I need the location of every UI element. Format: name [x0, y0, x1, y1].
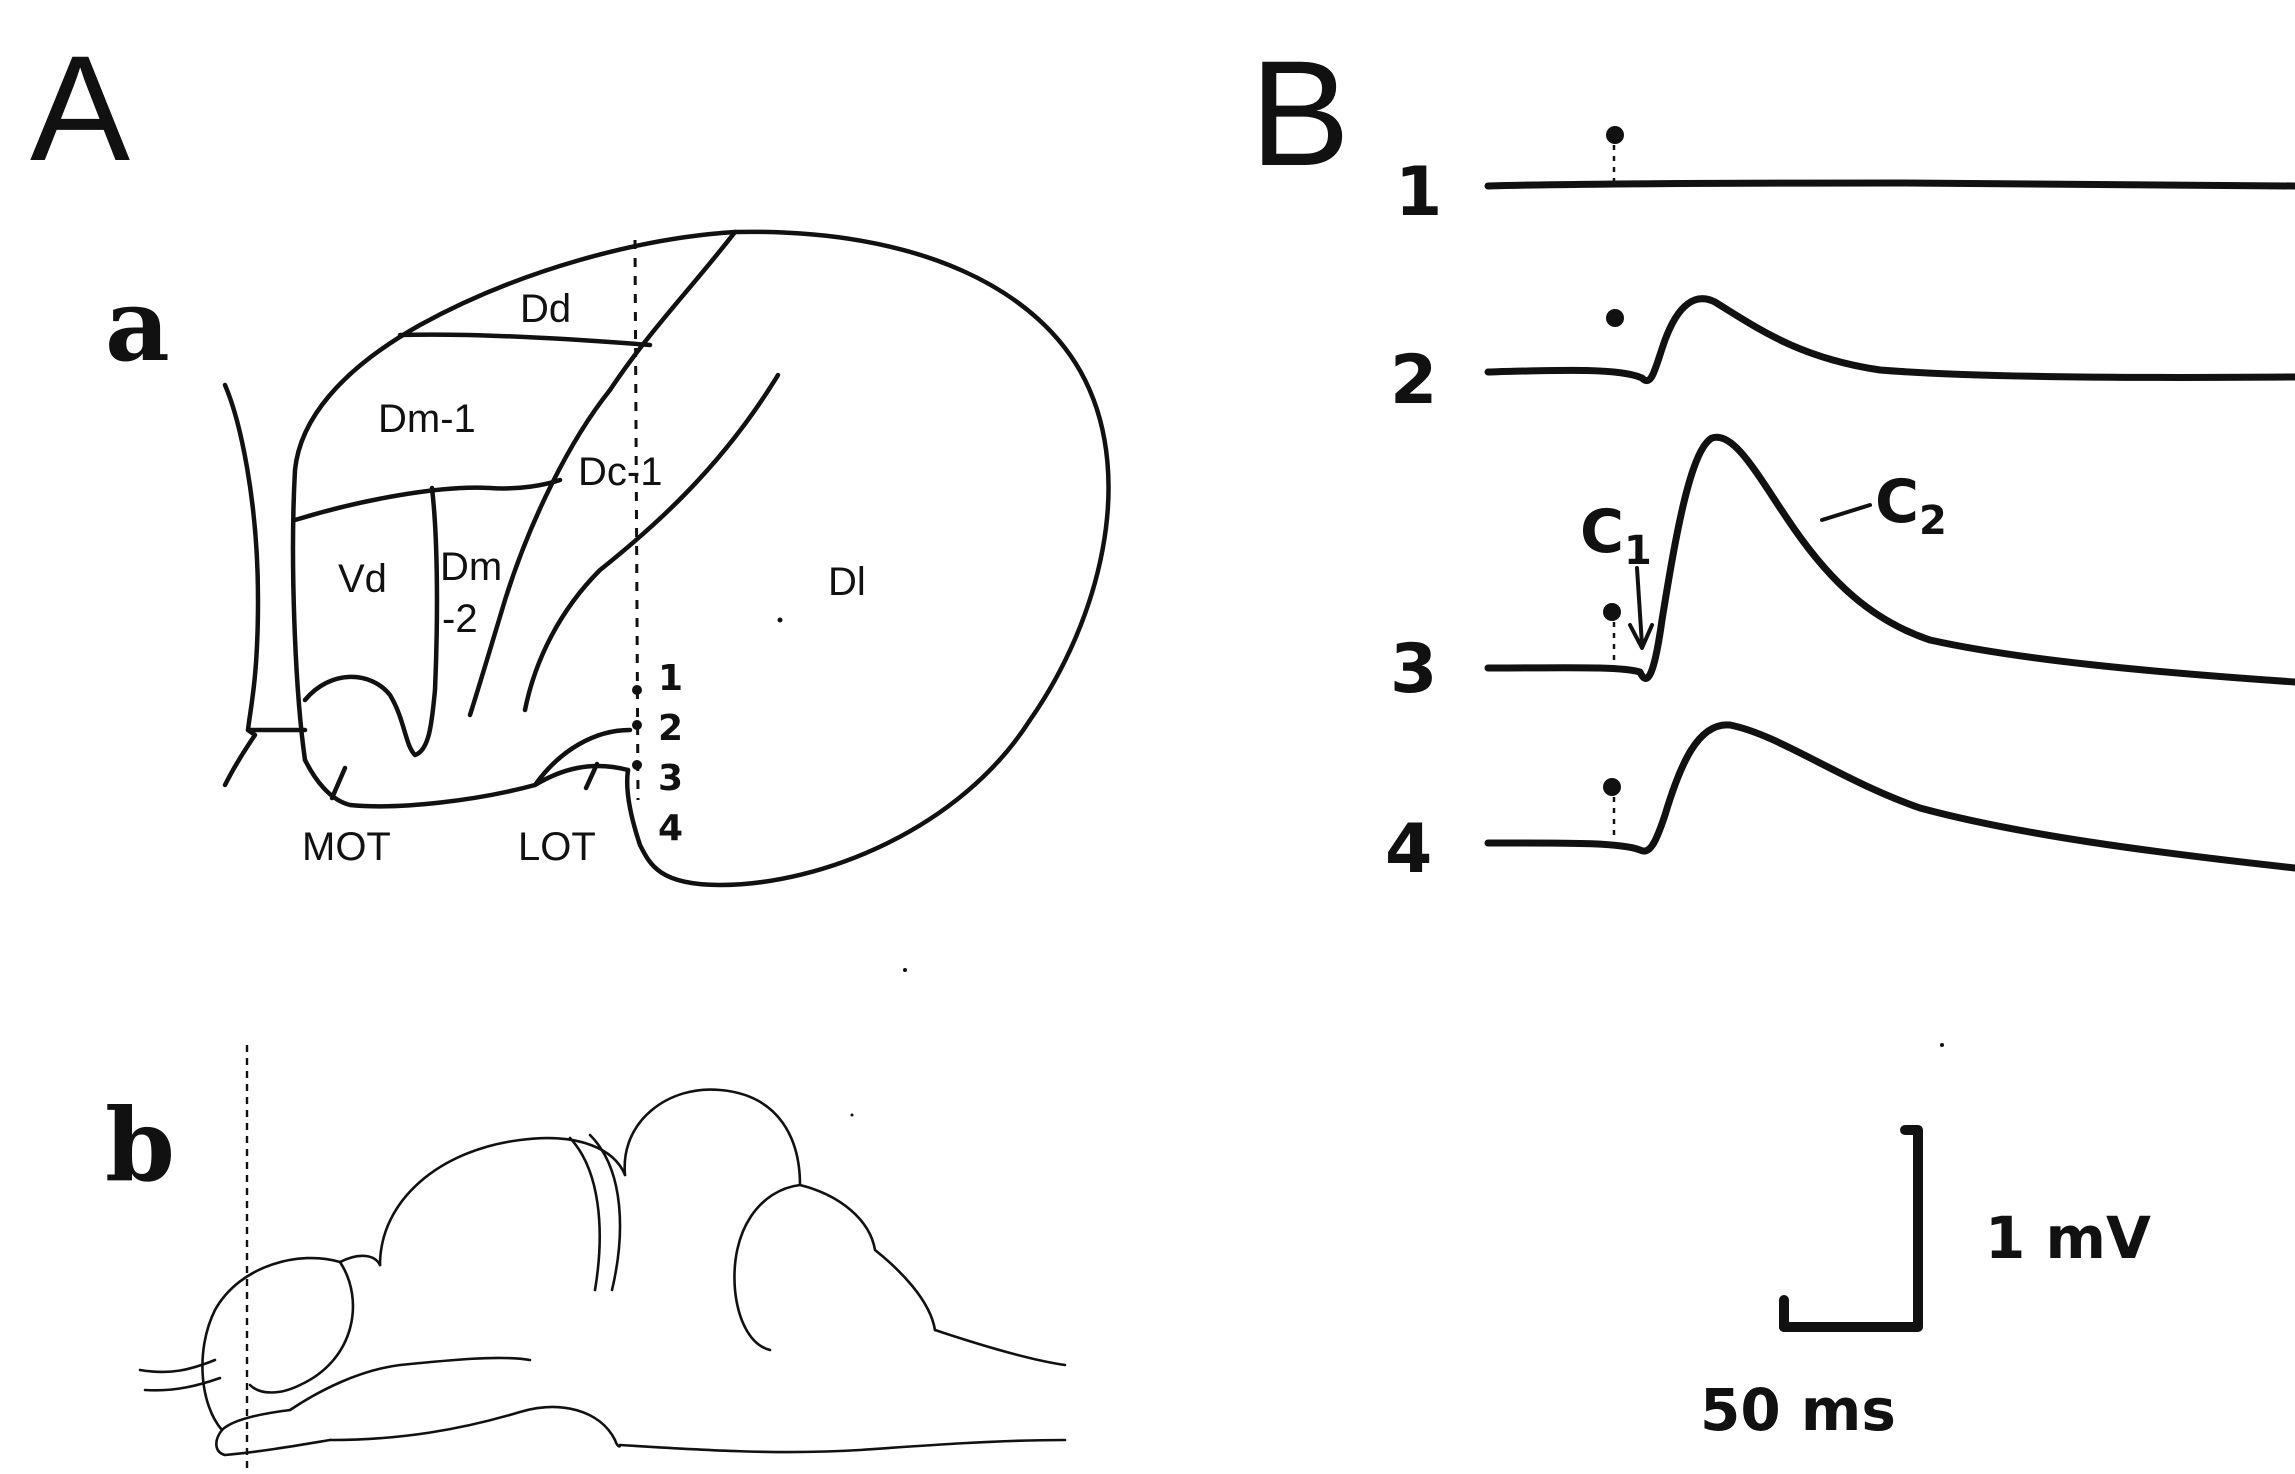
subpanel-b-label: b: [105, 1086, 175, 1204]
c1-arrow: [1630, 568, 1652, 648]
track-point-2: [632, 720, 642, 730]
olfactory-tract-lower: [145, 1378, 220, 1390]
c1-label-letter: C: [1580, 497, 1624, 567]
scale-bar: [1784, 1130, 1918, 1327]
region-dm2-line2: -2: [442, 597, 478, 641]
dc-dl-boundary: [525, 375, 778, 710]
c2-pointer: [1822, 505, 1870, 520]
trace-number-1: 1: [1395, 153, 1442, 232]
dd-right-boundary: [610, 232, 735, 390]
region-dm1-label: Dm-1: [378, 397, 476, 441]
tectum-sulcus: [570, 1138, 600, 1290]
stray-dot-b: [851, 1114, 854, 1117]
stray-dot-scale: [1940, 1043, 1944, 1047]
region-mot-label: MOT: [302, 825, 391, 869]
trace-number-2: 2: [1390, 341, 1437, 420]
electrode-track: [635, 240, 638, 800]
panel-a-label: A: [30, 24, 130, 192]
region-vd-label: Vd: [338, 557, 387, 601]
stray-dot: [778, 618, 783, 623]
trace-number-4: 4: [1385, 810, 1432, 889]
stimulus-markers: [1603, 126, 1624, 840]
c2-label-subscript: 2: [1919, 498, 1947, 544]
track-depth-4: 4: [658, 808, 683, 849]
region-dm2-line1: Dm: [440, 545, 502, 589]
region-dd-label: Dd: [520, 287, 571, 331]
region-dm2-label: Dm -2: [440, 545, 513, 641]
ventral-line: [305, 760, 628, 806]
telencephalon-outline: [202, 1256, 380, 1430]
region-lot-label: LOT: [518, 825, 596, 869]
ventral-brain-line: [290, 1358, 530, 1410]
region-dc1-label: Dc-1: [578, 450, 662, 494]
track-depth-2: 2: [658, 708, 683, 749]
vd-lobe: [305, 488, 437, 755]
mot-mark: [332, 768, 345, 798]
trace-2: [1488, 299, 2295, 381]
outer-contour: [293, 232, 1108, 885]
stimulus-dot-1: [1606, 126, 1624, 144]
telencephalon-inner: [250, 1262, 353, 1393]
nose-tube: [216, 1410, 330, 1455]
track-point-1: [632, 685, 642, 695]
trace-number-3: 3: [1390, 630, 1437, 709]
stray-dot-mid: [903, 968, 907, 972]
track-depth-3: 3: [658, 758, 683, 799]
stimulus-dot-2: [1606, 309, 1624, 327]
dm1-boundary: [295, 480, 560, 520]
tectum-sulcus-2: [590, 1135, 620, 1290]
trace-4: [1488, 725, 2295, 868]
brain-lateral-view: [140, 1045, 1065, 1474]
hypothalamus: [330, 1407, 620, 1446]
trace-1: [1488, 183, 2295, 186]
cerebellum-inner: [734, 1185, 800, 1350]
track-depth-1: 1: [658, 658, 683, 699]
stimulus-dot-3: [1603, 603, 1621, 621]
panel-b-label: B: [1250, 29, 1350, 197]
brainstem-lower: [620, 1440, 1065, 1452]
scale-time-label: 50 ms: [1700, 1376, 1896, 1444]
scale-voltage-label: 1 mV: [1985, 1204, 2151, 1272]
c2-label-letter: C: [1875, 467, 1919, 537]
track-point-3: [632, 760, 642, 770]
cerebellum: [625, 1090, 935, 1330]
dd-lower-boundary: [400, 335, 650, 345]
optic-tectum: [380, 1138, 625, 1265]
midline-wall: [225, 385, 258, 785]
brainstem-upper: [935, 1330, 1065, 1365]
c1-label: C1: [1580, 497, 1652, 574]
stimulus-dot-4: [1603, 778, 1621, 796]
c2-label: C2: [1875, 467, 1947, 544]
region-dl-label: Dl: [828, 560, 866, 604]
subpanel-a-label: a: [105, 266, 170, 384]
